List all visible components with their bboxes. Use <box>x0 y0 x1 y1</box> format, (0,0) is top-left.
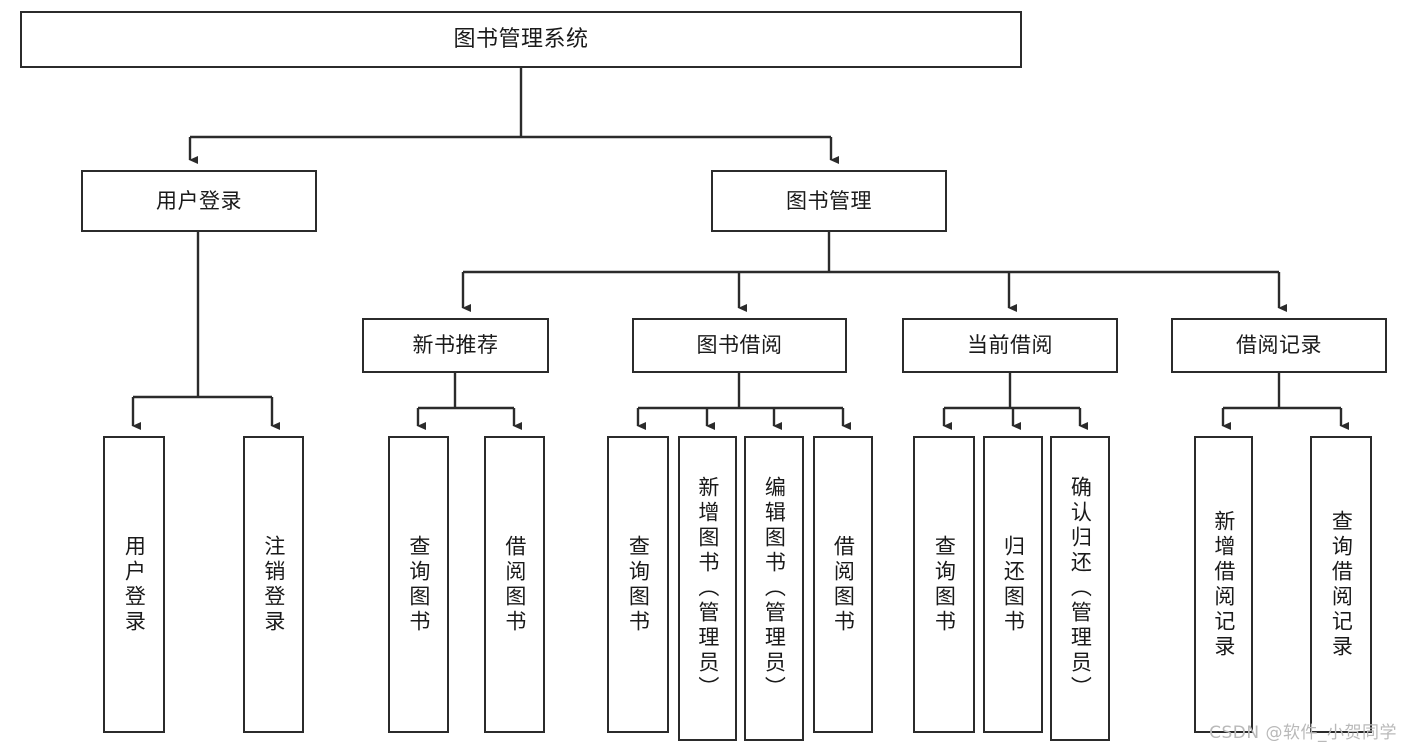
node-borrow-records[interactable]: 借阅记录 <box>1171 318 1387 373</box>
node-label: 查询图书 <box>406 534 431 635</box>
leaf-query-books-recommend[interactable]: 查询图书 <box>388 436 449 733</box>
node-label: 借阅记录 <box>1236 333 1322 358</box>
node-label: 新增借阅记录 <box>1211 509 1236 660</box>
node-label: 图书借阅 <box>696 333 783 358</box>
node-label: 用户登录 <box>122 534 147 635</box>
leaf-borrow-books-recommend[interactable]: 借阅图书 <box>484 436 545 733</box>
leaf-confirm-return-admin[interactable]: 确认归还（管理员） <box>1050 436 1110 741</box>
node-book-management[interactable]: 图书管理 <box>711 170 947 232</box>
node-root-system[interactable]: 图书管理系统 <box>20 11 1022 68</box>
node-label: 新增图书（管理员） <box>695 476 720 701</box>
node-label: 图书管理 <box>786 188 872 213</box>
csdn-watermark: CSDN @软件_小贺同学 <box>1209 723 1397 743</box>
leaf-add-book-admin[interactable]: 新增图书（管理员） <box>678 436 737 741</box>
node-label: 当前借阅 <box>967 333 1053 358</box>
node-user-login[interactable]: 用户登录 <box>81 170 317 232</box>
node-label: 编辑图书（管理员） <box>762 476 787 701</box>
node-label: 新书推荐 <box>412 333 499 358</box>
leaf-user-login[interactable]: 用户登录 <box>103 436 165 733</box>
leaf-query-books-borrow[interactable]: 查询图书 <box>607 436 669 733</box>
leaf-edit-book-admin[interactable]: 编辑图书（管理员） <box>744 436 804 741</box>
node-label: 确认归还（管理员） <box>1068 476 1093 701</box>
node-new-book-recommend[interactable]: 新书推荐 <box>362 318 549 373</box>
leaf-user-logout[interactable]: 注销登录 <box>243 436 304 733</box>
node-label: 查询图书 <box>932 534 957 635</box>
node-label: 归还图书 <box>1001 534 1026 635</box>
node-label: 借阅图书 <box>831 534 856 635</box>
leaf-borrow-books-borrow[interactable]: 借阅图书 <box>813 436 873 733</box>
node-label: 查询借阅记录 <box>1329 509 1354 660</box>
leaf-add-borrow-record[interactable]: 新增借阅记录 <box>1194 436 1253 733</box>
leaf-query-books-current[interactable]: 查询图书 <box>913 436 975 733</box>
node-book-borrow[interactable]: 图书借阅 <box>632 318 847 373</box>
leaf-return-books[interactable]: 归还图书 <box>983 436 1043 733</box>
node-current-borrow[interactable]: 当前借阅 <box>902 318 1118 373</box>
leaf-query-borrow-record[interactable]: 查询借阅记录 <box>1310 436 1372 733</box>
node-label: 用户登录 <box>156 188 242 213</box>
node-label: 查询图书 <box>626 534 651 635</box>
node-label: 借阅图书 <box>502 534 527 635</box>
node-label: 注销登录 <box>261 534 286 635</box>
node-label: 图书管理系统 <box>453 26 589 52</box>
